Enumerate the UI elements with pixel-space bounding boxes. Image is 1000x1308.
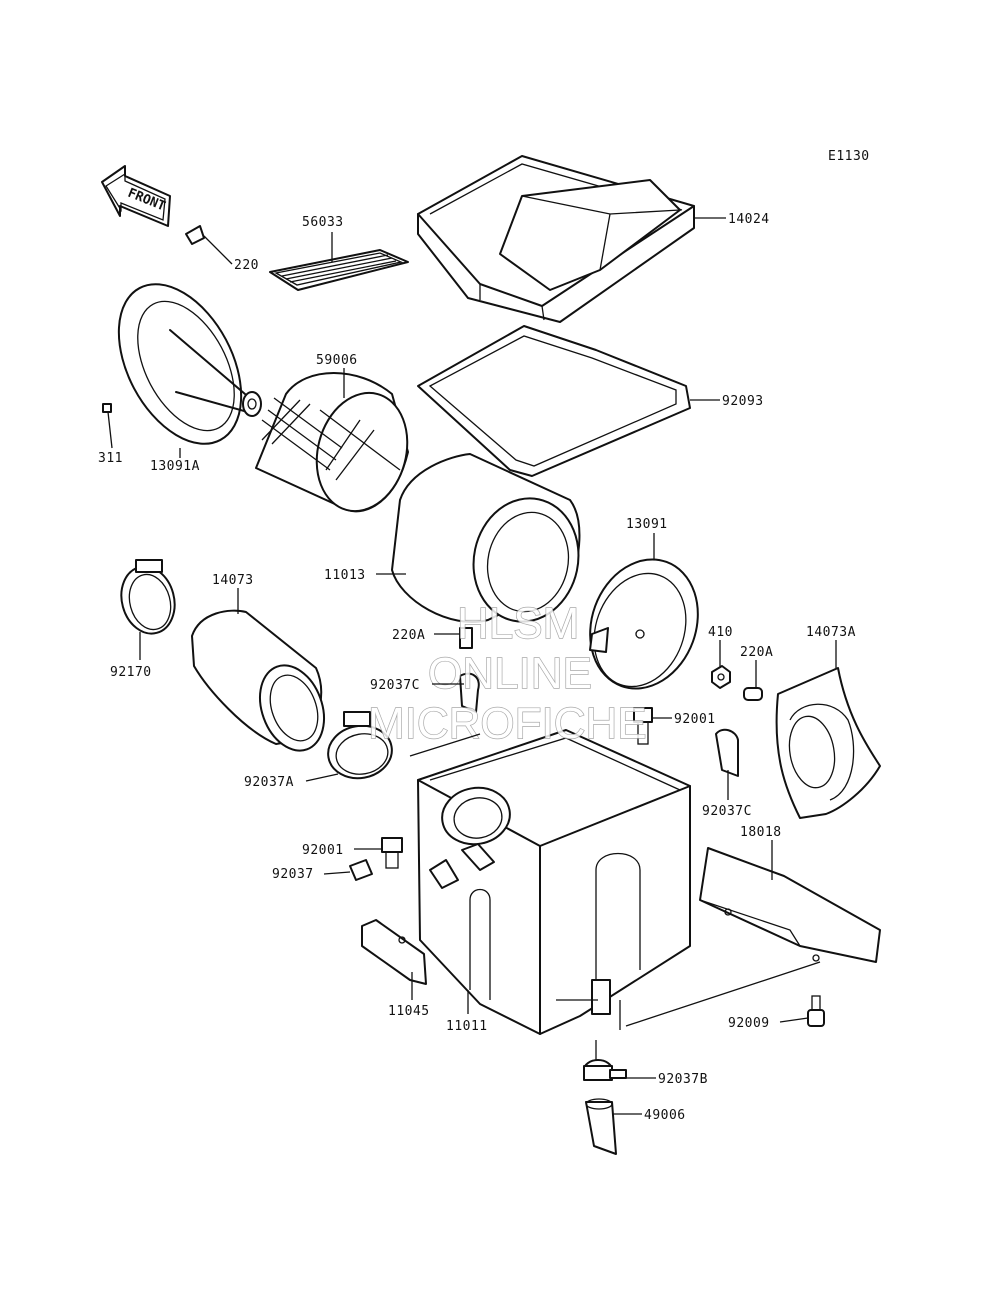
label-92037: 92037 <box>272 867 314 882</box>
watermark: HLSM ONLINE MICROFICHE <box>367 598 647 748</box>
leader-lines <box>107 217 837 1115</box>
label-11011: 11011 <box>446 1019 488 1034</box>
label-92001-lower: 92001 <box>302 843 344 858</box>
part-92037B-clamp <box>583 1059 627 1081</box>
label-220A-right: 220A <box>740 645 773 660</box>
part-92093-gasket <box>417 325 691 477</box>
label-92009: 92009 <box>728 1016 770 1031</box>
fasteners-upper <box>459 627 763 777</box>
part-11013-element <box>391 453 581 623</box>
part-14024-cover <box>417 155 695 323</box>
label-311: 311 <box>98 451 123 466</box>
label-410: 410 <box>708 625 733 640</box>
label-13091A: 13091A <box>150 459 200 474</box>
label-11013: 11013 <box>324 568 366 583</box>
watermark-line-1: HLSM <box>457 599 579 648</box>
part-92037A-clamp <box>327 711 393 780</box>
label-14073A: 14073A <box>806 625 856 640</box>
part-labels: E1130 220 56033 14024 59006 92093 311 13… <box>98 149 870 1123</box>
label-220: 220 <box>234 258 259 273</box>
part-59006-foam-filter <box>255 372 409 513</box>
watermark-line-2: ONLINE <box>428 649 592 698</box>
part-18018-guard <box>699 847 881 963</box>
part-11011-airbox <box>417 729 691 1035</box>
part-13091A-housing <box>102 225 262 445</box>
part-14073A-shroud <box>775 667 881 819</box>
part-92170-clamp <box>120 559 176 635</box>
front-arrow-icon: FRONT <box>101 165 171 227</box>
watermark-line-3: MICROFICHE <box>368 699 647 748</box>
diagram-code: E1130 <box>828 149 870 164</box>
label-13091: 13091 <box>626 517 668 532</box>
label-49006: 49006 <box>644 1108 686 1123</box>
part-11045-bracket <box>361 919 427 985</box>
label-92037B: 92037B <box>658 1072 708 1087</box>
label-92037C-upper: 92037C <box>370 678 420 693</box>
label-14073: 14073 <box>212 573 254 588</box>
label-92093: 92093 <box>722 394 764 409</box>
label-92170: 92170 <box>110 665 152 680</box>
label-14024: 14024 <box>728 212 770 227</box>
part-49006-tube <box>585 1098 617 1155</box>
label-92037A: 92037A <box>244 775 294 790</box>
label-92001-upper: 92001 <box>674 712 716 727</box>
label-18018: 18018 <box>740 825 782 840</box>
part-56033-screen <box>269 249 409 291</box>
label-92037C-right: 92037C <box>702 804 752 819</box>
part-14073-duct <box>191 609 325 752</box>
label-56033: 56033 <box>302 215 344 230</box>
label-11045: 11045 <box>388 1004 430 1019</box>
part-13091-cap <box>589 558 699 690</box>
fasteners-lower <box>349 837 403 881</box>
part-92009-bolt <box>807 995 825 1027</box>
label-59006: 59006 <box>316 353 358 368</box>
label-220A-upper: 220A <box>392 628 425 643</box>
